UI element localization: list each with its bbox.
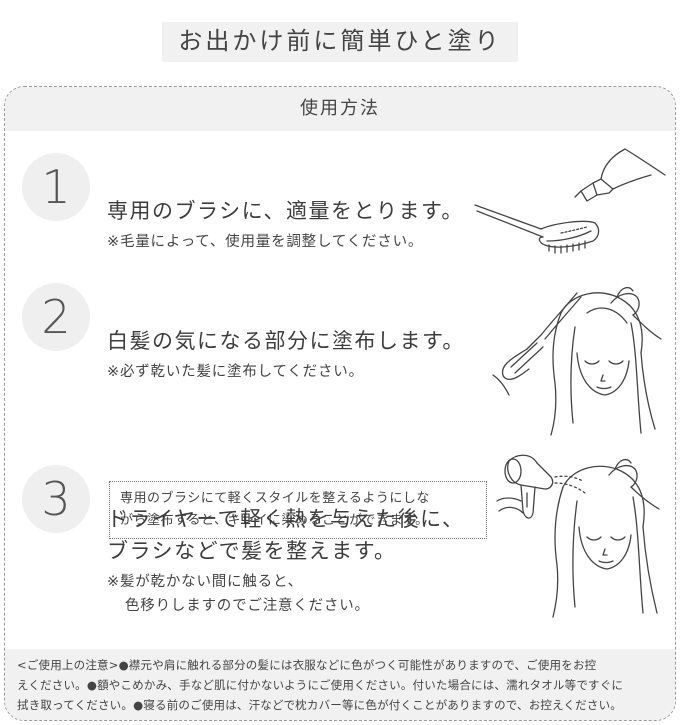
step-1-note: ※毛量によって、使用量を調整してください。 (107, 234, 424, 250)
step-2-number: 2 (22, 283, 90, 351)
tip-line-2: がら塗布すると、キレイに染めることができます。 (120, 513, 429, 528)
step-3-note-line-2: 色移りしますのでご注意ください。 (125, 598, 370, 614)
woman-applying-brush-icon (492, 286, 662, 436)
usage-panel: 使用方法 1 専用のブラシに、適量をとります。 ※毛量によって、使用量を調整して… (4, 86, 676, 721)
notes-line-3: 拭き取ってください。●寝る前のご使用は、汗などで枕カバー等に色が付くことがありま… (17, 698, 622, 712)
notes-text: <ご使用上の注意>●襟元や肩に触れる部分の髪には衣服などに色がつく可能性がありま… (17, 655, 665, 715)
notes-line-2: えください。●額やこめかみ、手など肌に付かないようにご使用ください。付いた場合に… (17, 678, 624, 692)
page-title: お出かけ前に簡単ひと塗り (162, 22, 518, 62)
brush-and-tube-icon (474, 148, 666, 254)
step-3-note-line-1: ※髪が乾かない間に触ると、 (107, 574, 303, 590)
step-3-text-line-1: ドライヤーで軽く熱を与えた後に、 (107, 507, 465, 531)
step-3-number: 3 (22, 465, 90, 533)
step-1-text: 専用のブラシに、適量をとります。 (107, 199, 464, 223)
title-wrap: お出かけ前に簡単ひと塗り (0, 22, 680, 62)
step-2-note: ※必ず乾いた髪に塗布してください。 (107, 364, 364, 380)
notes-line-1: <ご使用上の注意>●襟元や肩に触れる部分の髪には衣服などに色がつく可能性がありま… (17, 658, 597, 672)
step-2-text: 白髪の気になる部分に塗布します。 (107, 329, 465, 353)
step-3-text-line-2: ブラシなどで髪を整えます。 (107, 539, 397, 563)
woman-with-hairdryer-icon (496, 454, 660, 618)
tip-line-1: 専用のブラシにて軽くスタイルを整えるようにしな (120, 491, 430, 506)
step-1-number: 1 (22, 153, 90, 221)
usage-notes: <ご使用上の注意>●襟元や肩に触れる部分の髪には衣服などに色がつく可能性がありま… (5, 649, 675, 720)
step-2-tip-box: 専用のブラシにて軽くスタイルを整えるようにしな がら塗布すると、キレイに染めるこ… (109, 481, 487, 539)
panel-heading: 使用方法 (5, 87, 675, 131)
